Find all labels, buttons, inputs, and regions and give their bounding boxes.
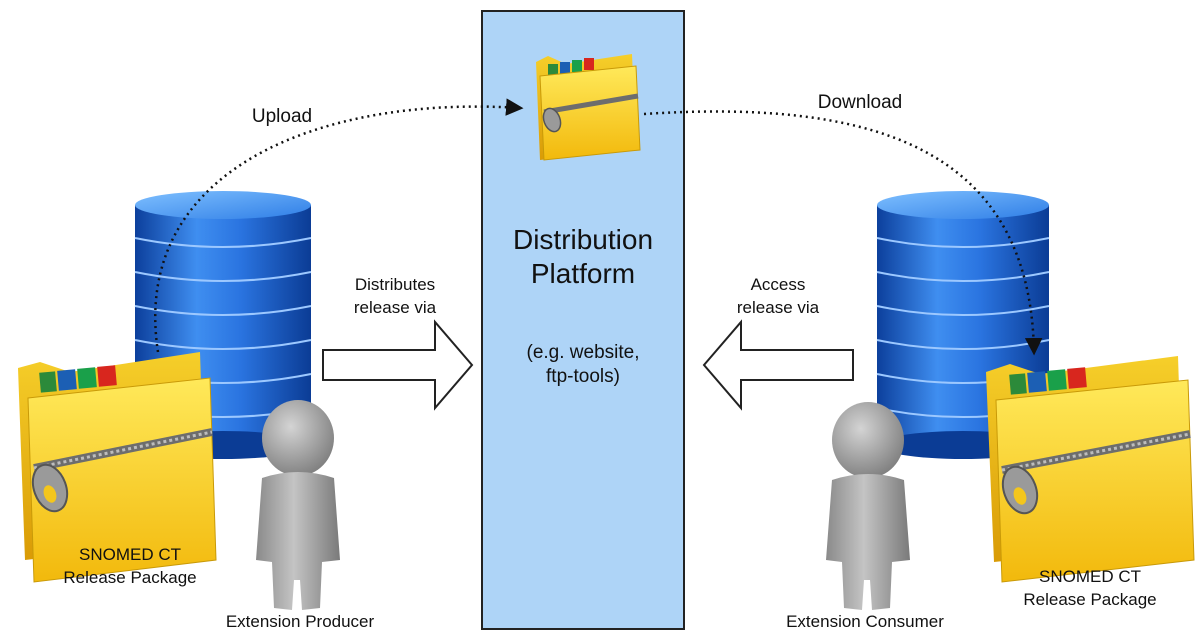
platform-subtitle-line1: (e.g. website, [526, 342, 640, 363]
access-label-line1: Access [750, 275, 806, 294]
consumer-package-label-line2: Release Package [1023, 590, 1157, 609]
upload-label: Upload [251, 106, 313, 127]
extension-consumer-label: Extension Consumer [786, 612, 944, 631]
platform-title-line2: Platform [530, 258, 636, 289]
extension-producer-person-icon [256, 400, 340, 610]
extension-consumer-person-icon [826, 402, 910, 610]
platform-title-line1: Distribution [512, 224, 654, 255]
distributes-label-line1: Distributes [354, 275, 436, 294]
distributes-label-line2: release via [353, 298, 437, 317]
producer-package-folder-icon [18, 352, 217, 583]
platform-subtitle-line2: ftp-tools) [546, 366, 620, 387]
access-label-line2: release via [736, 298, 820, 317]
extension-producer-label: Extension Producer [225, 612, 375, 631]
consumer-package-folder-icon [986, 356, 1195, 583]
platform-package-folder-icon [536, 54, 641, 161]
producer-package-label-line1: SNOMED CT [79, 545, 181, 564]
distributes-hollow-arrow-icon [322, 319, 474, 411]
access-hollow-arrow-icon [702, 319, 854, 411]
consumer-package-label-line1: SNOMED CT [1039, 567, 1141, 586]
producer-package-label-line2: Release Package [63, 568, 197, 587]
download-label: Download [817, 92, 903, 113]
